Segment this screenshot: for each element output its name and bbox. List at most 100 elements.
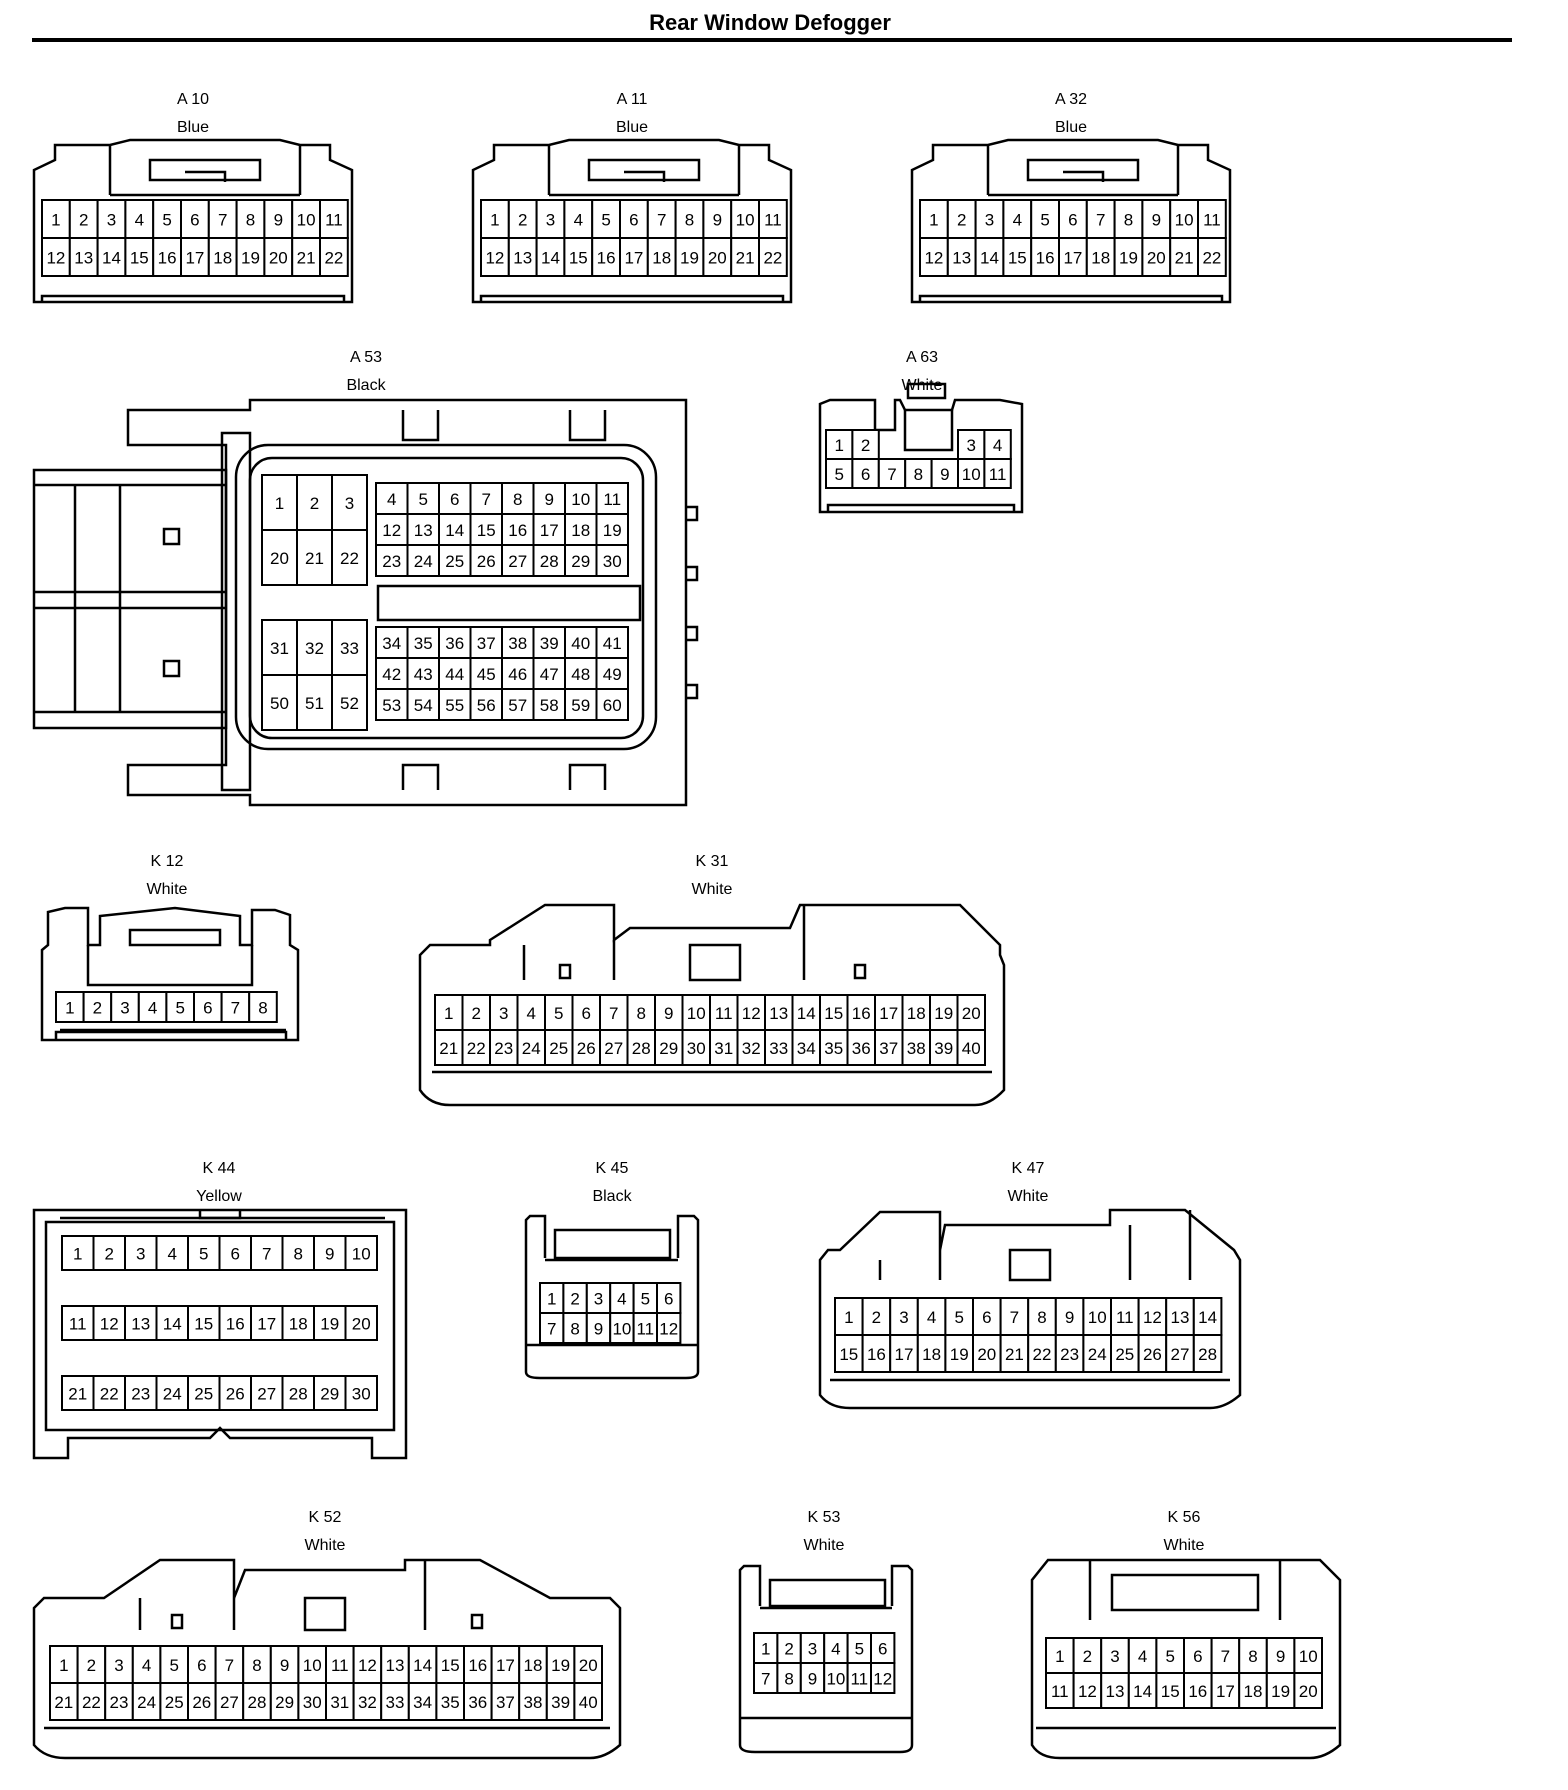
- pin-a63-4: 4: [993, 436, 1002, 455]
- pin-cell: [92, 1305, 126, 1341]
- pin-cell: [407, 1682, 438, 1721]
- pin-cell: [834, 1297, 864, 1336]
- pin-k52-34: 34: [413, 1693, 432, 1712]
- pin-k31-23: 23: [494, 1039, 513, 1058]
- pin-cell: [187, 1375, 221, 1411]
- pin-cell: [92, 1235, 126, 1271]
- pin-a63-1: 1: [834, 436, 843, 455]
- pin-a53-47: 47: [540, 665, 559, 684]
- connector-color: White: [803, 1537, 845, 1554]
- pin-a53-12: 12: [382, 521, 401, 540]
- pin-a53-39: 39: [540, 634, 559, 653]
- pin-cell: [1238, 1672, 1268, 1709]
- pin-a53-56: 56: [477, 696, 496, 715]
- pin-a53-31: 31: [270, 639, 289, 658]
- pin-k47-22: 22: [1033, 1345, 1052, 1364]
- pin-cell: [331, 674, 368, 731]
- pin-cell: [1183, 1637, 1213, 1674]
- pin-k52-14: 14: [413, 1656, 432, 1675]
- pin-a32-18: 18: [1091, 249, 1110, 268]
- pin-k44-3: 3: [136, 1245, 145, 1264]
- connector-name: A 11: [616, 91, 648, 108]
- pin-k47-6: 6: [982, 1308, 991, 1327]
- pin-cell: [296, 474, 333, 531]
- pin-a53-13: 13: [414, 521, 433, 540]
- connector-housing-a11: [471, 138, 793, 304]
- pin-a10-10: 10: [297, 211, 316, 230]
- pin-k52-37: 37: [496, 1693, 515, 1712]
- pin-k52-4: 4: [142, 1656, 151, 1675]
- pin-cell: [825, 458, 854, 489]
- pin-k12-2: 2: [93, 999, 102, 1018]
- pin-k44-28: 28: [289, 1385, 308, 1404]
- pin-k53-9: 9: [808, 1670, 817, 1689]
- pin-k12-1: 1: [65, 999, 74, 1018]
- pin-cell: [291, 199, 322, 239]
- pin-a11-11: 11: [764, 211, 782, 230]
- pin-k52-22: 22: [82, 1693, 101, 1712]
- pin-cell: [220, 991, 251, 1023]
- pin-cell: [656, 1312, 682, 1344]
- pin-cell: [758, 199, 788, 239]
- pin-a10-1: 1: [51, 211, 60, 230]
- pin-k52-26: 26: [192, 1693, 211, 1712]
- pin-k47-2: 2: [872, 1308, 881, 1327]
- pin-cell: [709, 1029, 739, 1066]
- connector-color: White: [691, 881, 733, 898]
- pin-a32-2: 2: [957, 211, 966, 230]
- pin-cell: [851, 458, 880, 489]
- pin-k44-13: 13: [131, 1315, 150, 1334]
- pin-k52-24: 24: [137, 1693, 156, 1712]
- pin-k31-34: 34: [797, 1039, 816, 1058]
- pin-k31-24: 24: [522, 1039, 541, 1058]
- pin-k56-5: 5: [1165, 1647, 1174, 1666]
- pin-cell: [1100, 1672, 1130, 1709]
- pin-cell: [214, 1645, 245, 1684]
- pin-a63-3: 3: [966, 436, 975, 455]
- pin-k56-14: 14: [1133, 1682, 1152, 1701]
- pin-a11-12: 12: [485, 249, 504, 268]
- pin-k47-21: 21: [1005, 1345, 1024, 1364]
- pin-k52-27: 27: [220, 1693, 239, 1712]
- pin-cell: [861, 1297, 892, 1336]
- pin-a53-22: 22: [340, 549, 359, 568]
- pin-a53-44: 44: [445, 665, 464, 684]
- pin-a63-2: 2: [861, 436, 870, 455]
- pin-a32-16: 16: [1036, 249, 1055, 268]
- pin-a53-2: 2: [310, 494, 319, 513]
- pin-a53-11: 11: [603, 490, 621, 509]
- pin-a53-57: 57: [508, 696, 527, 715]
- pin-k52-17: 17: [496, 1656, 515, 1675]
- pin-cell: [956, 994, 986, 1031]
- pin-cell: [469, 626, 503, 659]
- pin-k56-17: 17: [1216, 1682, 1235, 1701]
- pin-k52-28: 28: [248, 1693, 267, 1712]
- pin-a11-21: 21: [736, 249, 755, 268]
- connector-color: Blue: [176, 119, 210, 136]
- pin-cell: [41, 199, 71, 239]
- pin-k52-11: 11: [331, 1656, 349, 1675]
- pin-k47-14: 14: [1198, 1308, 1217, 1327]
- pin-a10-19: 19: [241, 249, 260, 268]
- pin-k12-3: 3: [120, 999, 129, 1018]
- pin-a11-1: 1: [490, 211, 499, 230]
- pin-a32-15: 15: [1008, 249, 1027, 268]
- pin-a53-7: 7: [482, 490, 491, 509]
- pin-cell: [861, 1334, 892, 1373]
- pin-cell: [61, 1235, 95, 1271]
- pin-a32-17: 17: [1063, 249, 1082, 268]
- pin-k56-6: 6: [1193, 1647, 1202, 1666]
- pin-a10-12: 12: [46, 249, 65, 268]
- pin-a53-27: 27: [508, 552, 527, 571]
- pin-k52-20: 20: [579, 1656, 598, 1675]
- connector-housing-k31: [418, 903, 1006, 1107]
- pin-cell: [165, 991, 195, 1023]
- pin-k31-8: 8: [637, 1004, 646, 1023]
- pin-a63-8: 8: [914, 465, 923, 484]
- connector-housing-k56: [1030, 1558, 1342, 1760]
